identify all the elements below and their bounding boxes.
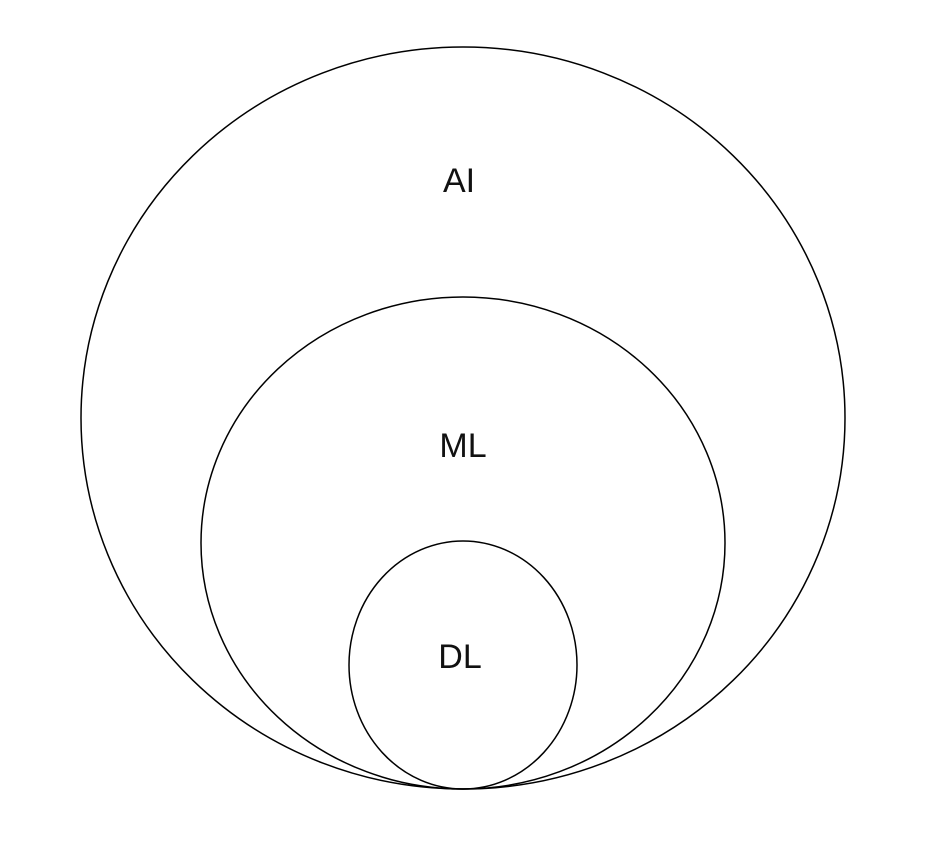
ml-set-label: ML (439, 427, 486, 465)
ai-set-circle (80, 46, 846, 790)
dl-set-circle (348, 540, 578, 790)
ml-set-circle (200, 296, 726, 790)
dl-set-label: DL (438, 638, 481, 676)
ai-set-label: AI (443, 162, 475, 200)
